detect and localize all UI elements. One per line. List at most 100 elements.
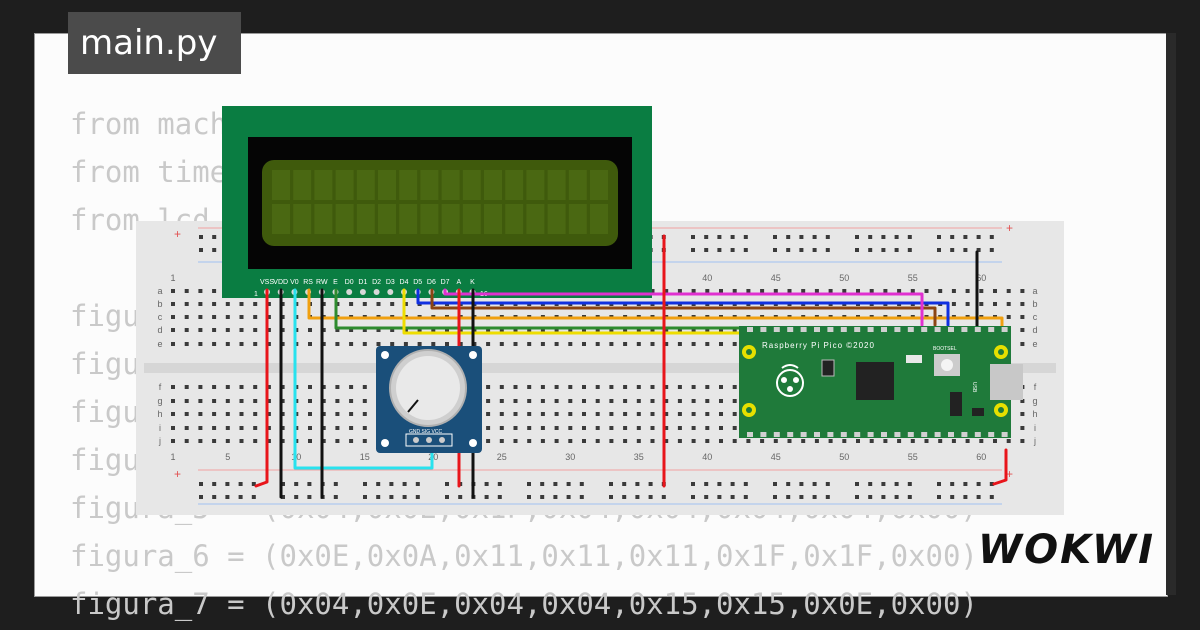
breadboard-hole	[458, 495, 463, 499]
breadboard-hole	[198, 412, 203, 416]
breadboard-hole	[238, 482, 243, 486]
lcd-pin[interactable]	[359, 289, 366, 295]
breadboard-hole	[730, 235, 735, 239]
lcd-character-cells	[272, 170, 608, 234]
pot-pin	[426, 437, 432, 443]
pico-pin	[907, 327, 914, 332]
breadboard-hole	[499, 385, 504, 389]
breadboard-hole	[363, 482, 367, 486]
breadboard-hole	[705, 328, 710, 332]
breadboard-hole	[349, 399, 354, 403]
breadboard-hole	[595, 439, 600, 443]
breadboard-hole	[239, 426, 244, 430]
pot-pin-box	[405, 433, 453, 447]
breadboard-hole	[486, 412, 491, 416]
breadboard-hole	[458, 328, 463, 332]
breadboard-hole	[989, 235, 994, 239]
breadboard-hole	[648, 495, 653, 499]
breadboard-hole	[402, 482, 407, 486]
lcd-char-cell	[484, 170, 502, 200]
breadboard-hole	[266, 385, 271, 389]
breadboard-hole	[554, 385, 559, 389]
breadboard-hole	[894, 248, 899, 252]
breadboard-hole	[239, 439, 244, 443]
breadboard-hole	[868, 495, 873, 499]
breadboard-hole	[1020, 302, 1025, 306]
potentiometer[interactable]: GND SIG VCC	[376, 346, 482, 453]
breadboard-hole	[732, 342, 737, 346]
breadboard-hole	[732, 328, 737, 332]
potentiometer-knob[interactable]	[396, 356, 460, 420]
wire-d7-magenta[interactable]	[443, 288, 924, 327]
breadboard-hole	[717, 495, 722, 499]
breadboard-hole	[691, 385, 696, 389]
breadboard-hole	[907, 482, 912, 486]
breadboard-hole	[376, 302, 381, 306]
pico-pin	[787, 432, 794, 437]
breadboard-hole	[417, 342, 422, 346]
breadboard-hole	[527, 412, 532, 416]
lcd-pin[interactable]	[387, 289, 394, 295]
pico-pin	[800, 432, 807, 437]
lcd-pin-label: RS	[303, 279, 313, 286]
breadboard-hole	[403, 342, 408, 346]
breadboard-hole	[1020, 328, 1025, 332]
raspberry-pi-pico[interactable]: Raspberry Pi Pico ©2020 BOOTSEL USB	[739, 326, 1023, 438]
column-number: 25	[497, 452, 507, 462]
breadboard-hole	[691, 482, 695, 486]
wire-d6-brown[interactable]	[430, 288, 937, 327]
pico-pin	[961, 432, 968, 437]
breadboard-hole	[1006, 302, 1011, 306]
breadboard-hole	[1020, 342, 1025, 346]
breadboard-hole	[732, 289, 737, 293]
breadboard-hole	[786, 248, 791, 252]
lcd-char-cell	[356, 204, 375, 234]
lcd-char-cell	[547, 204, 566, 234]
breadboard-hole	[568, 399, 573, 403]
bootsel-button[interactable]	[941, 359, 953, 371]
breadboard-hole	[664, 412, 669, 416]
breadboard-hole	[225, 439, 230, 443]
breadboard-hole	[376, 328, 381, 332]
breadboard-hole	[402, 495, 407, 499]
breadboard-hole	[403, 328, 408, 332]
breadboard-hole	[635, 495, 640, 499]
breadboard-hole	[773, 235, 777, 239]
lcd-pin-label: D4	[400, 279, 409, 286]
wire-vbus-red[interactable]	[992, 448, 1008, 486]
breadboard-hole	[635, 482, 640, 486]
breadboard-hole	[212, 412, 217, 416]
lcd-pin[interactable]	[373, 289, 380, 295]
file-tab[interactable]: main.py	[68, 12, 241, 74]
breadboard-hole	[719, 426, 723, 430]
row-letter: b	[1032, 299, 1037, 309]
breadboard-hole	[704, 482, 709, 486]
breadboard-hole	[527, 328, 532, 332]
usb-port[interactable]	[990, 364, 1023, 400]
breadboard-hole	[1020, 439, 1025, 443]
breadboard-hole	[677, 439, 682, 443]
lcd-char-cell	[505, 170, 524, 200]
breadboard-hole	[212, 248, 217, 252]
breadboard-hole	[362, 426, 367, 430]
breadboard-hole	[937, 235, 941, 239]
breadboard-hole	[664, 342, 669, 346]
breadboard-hole	[1020, 399, 1025, 403]
breadboard-hole	[266, 328, 271, 332]
breadboard-hole	[924, 439, 929, 443]
breadboard-hole	[993, 439, 997, 443]
pico-pin	[1001, 432, 1008, 437]
breadboard-hole	[595, 399, 600, 403]
wire-rs-orange[interactable]	[307, 288, 1004, 335]
wire-d5-blue[interactable]	[416, 288, 950, 327]
breadboard-hole	[691, 289, 696, 293]
wire-vss-red[interactable]	[254, 288, 269, 488]
lcd-pin[interactable]	[346, 289, 353, 295]
breadboard-hole	[184, 328, 189, 332]
breadboard-hole	[743, 495, 748, 499]
breadboard-hole	[825, 482, 830, 486]
breadboard-hole	[199, 495, 203, 499]
breadboard-hole	[198, 302, 203, 306]
